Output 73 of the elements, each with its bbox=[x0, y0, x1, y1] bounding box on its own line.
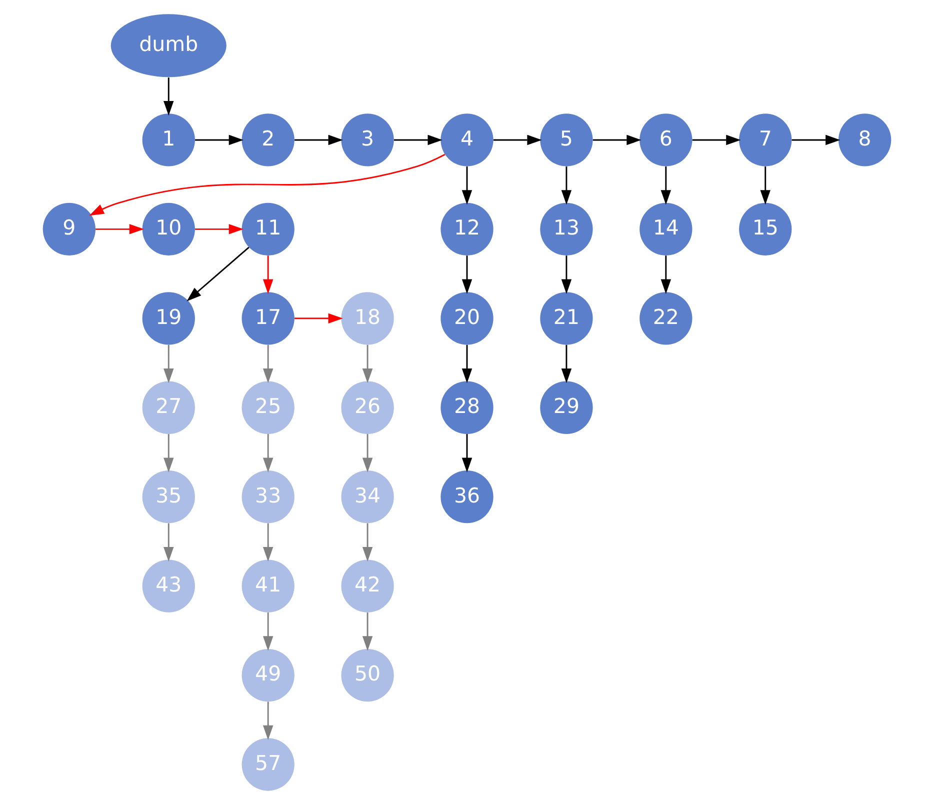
arrow bbox=[362, 344, 372, 384]
arrow bbox=[760, 166, 770, 205]
node-circle: 19 bbox=[142, 292, 194, 345]
arrow bbox=[461, 434, 472, 472]
arrow bbox=[461, 256, 472, 294]
arrow bbox=[791, 134, 840, 146]
node-circle: 1 bbox=[142, 114, 194, 166]
arrow bbox=[262, 612, 273, 651]
arrow bbox=[194, 134, 243, 146]
arrow bbox=[560, 256, 572, 294]
arrow bbox=[262, 523, 273, 562]
node-circle: 28 bbox=[440, 381, 493, 434]
arrow bbox=[262, 344, 273, 384]
node-circle: 7 bbox=[738, 114, 792, 166]
node-circle: 12 bbox=[440, 202, 493, 256]
arrow bbox=[660, 166, 671, 205]
node-circle: 34 bbox=[340, 470, 394, 524]
node-circle: 21 bbox=[540, 292, 592, 345]
arrow bbox=[362, 434, 372, 472]
arrow bbox=[294, 313, 342, 324]
node-circle: 35 bbox=[142, 470, 194, 524]
node-circle: 18 bbox=[340, 292, 394, 345]
node-circle: 26 bbox=[340, 381, 394, 434]
node-ellipse: dumb bbox=[110, 14, 226, 78]
node-circle: 14 bbox=[639, 202, 692, 256]
node-circle: 8 bbox=[838, 114, 891, 166]
node-circle: 43 bbox=[142, 560, 194, 612]
arrow bbox=[262, 434, 273, 472]
arrow bbox=[660, 256, 671, 294]
arrow bbox=[262, 702, 273, 740]
node-circle: 25 bbox=[241, 381, 294, 434]
arrow bbox=[163, 78, 174, 116]
arrow bbox=[592, 134, 641, 146]
node-circle: 4 bbox=[440, 114, 493, 166]
arrow bbox=[492, 134, 542, 146]
node-circle: 2 bbox=[241, 114, 294, 166]
node-circle: 10 bbox=[142, 202, 194, 256]
node-circle: 5 bbox=[540, 114, 592, 166]
arrow bbox=[294, 134, 342, 146]
arrow bbox=[163, 523, 174, 562]
node-circle: 6 bbox=[639, 114, 692, 166]
arrow bbox=[88, 154, 445, 216]
arrow bbox=[461, 166, 472, 205]
arrow bbox=[186, 246, 249, 302]
node-circle: 9 bbox=[42, 202, 95, 256]
node-circle: 57 bbox=[241, 738, 294, 791]
arrow bbox=[560, 166, 572, 205]
arrow bbox=[163, 434, 174, 472]
node-circle: 20 bbox=[440, 292, 493, 345]
node-circle: 36 bbox=[440, 470, 493, 524]
node-circle: 15 bbox=[738, 202, 792, 256]
node-circle: 50 bbox=[340, 648, 394, 702]
node-circle: 11 bbox=[241, 202, 294, 256]
arrow bbox=[393, 134, 442, 146]
node-circle: 49 bbox=[241, 648, 294, 702]
arrow bbox=[692, 134, 740, 146]
arrow bbox=[262, 256, 273, 294]
arrow bbox=[163, 344, 174, 384]
node-circle: 27 bbox=[142, 381, 194, 434]
node-circle: 42 bbox=[340, 560, 394, 612]
node-circle: 3 bbox=[340, 114, 394, 166]
node-circle: 22 bbox=[639, 292, 692, 345]
arrow bbox=[95, 224, 144, 234]
node-circle: 29 bbox=[540, 381, 592, 434]
arrow bbox=[560, 344, 572, 384]
arrow bbox=[362, 523, 372, 562]
node-circle: 13 bbox=[540, 202, 592, 256]
node-circle: 41 bbox=[241, 560, 294, 612]
arrow bbox=[461, 344, 472, 384]
node-circle: 33 bbox=[241, 470, 294, 524]
node-circle: 17 bbox=[241, 292, 294, 345]
arrow bbox=[194, 224, 243, 234]
arrow bbox=[362, 612, 372, 651]
